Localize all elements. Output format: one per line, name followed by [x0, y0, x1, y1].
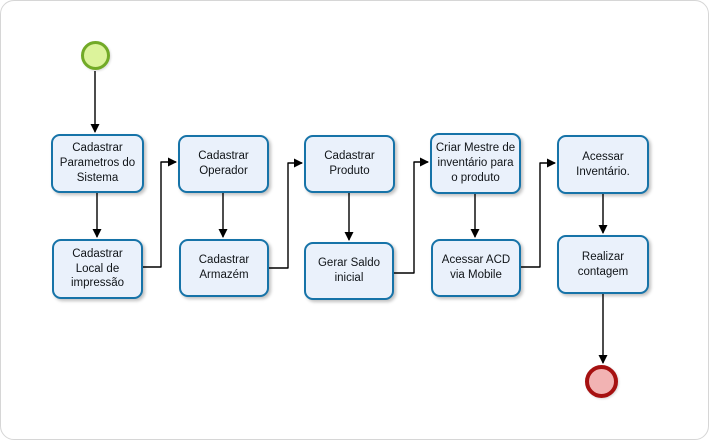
task-label-b9: Acessar Inventário. [576, 150, 630, 178]
task-label-b4: Cadastrar Armazém [198, 254, 250, 281]
task-node-b4[interactable]: Cadastrar Armazém [179, 239, 269, 297]
task-label-b10: Realizar contagem [577, 250, 629, 278]
task-label-b8: Acessar ACD via Mobile [441, 254, 511, 281]
task-node-b7[interactable]: Criar Mestre de inventário para o produt… [430, 133, 521, 194]
task-label-b3: Cadastrar Operador [198, 150, 249, 177]
task-label-b1: Cadastrar Parametros do Sistema [59, 142, 136, 184]
task-node-b1[interactable]: Cadastrar Parametros do Sistema [51, 134, 144, 193]
task-label-b2: Cadastrar Local de impressão [70, 247, 125, 290]
connector-b2-to-b3[interactable] [143, 157, 177, 268]
task-node-b2[interactable]: Cadastrar Local de impressão [52, 239, 143, 299]
end-event-icon[interactable] [585, 365, 618, 398]
task-node-b10[interactable]: Realizar contagem [557, 235, 649, 294]
connector-b6-to-b7[interactable] [394, 157, 429, 274]
task-node-b8[interactable]: Acessar ACD via Mobile [431, 239, 521, 297]
task-label-b5: Cadastrar Produto [324, 150, 375, 177]
connector-b4-to-b5[interactable] [269, 158, 303, 269]
task-node-b3[interactable]: Cadastrar Operador [178, 135, 269, 193]
task-label-b6: Gerar Saldo inicial [317, 257, 380, 284]
task-node-b9[interactable]: Acessar Inventário. [557, 135, 649, 194]
task-node-b5[interactable]: Cadastrar Produto [304, 135, 395, 193]
task-node-b6[interactable]: Gerar Saldo inicial [304, 242, 394, 300]
task-label-b7: Criar Mestre de inventário para o produt… [435, 142, 516, 184]
connector-b8-to-b9[interactable] [521, 158, 556, 268]
start-event-icon[interactable] [81, 41, 110, 70]
